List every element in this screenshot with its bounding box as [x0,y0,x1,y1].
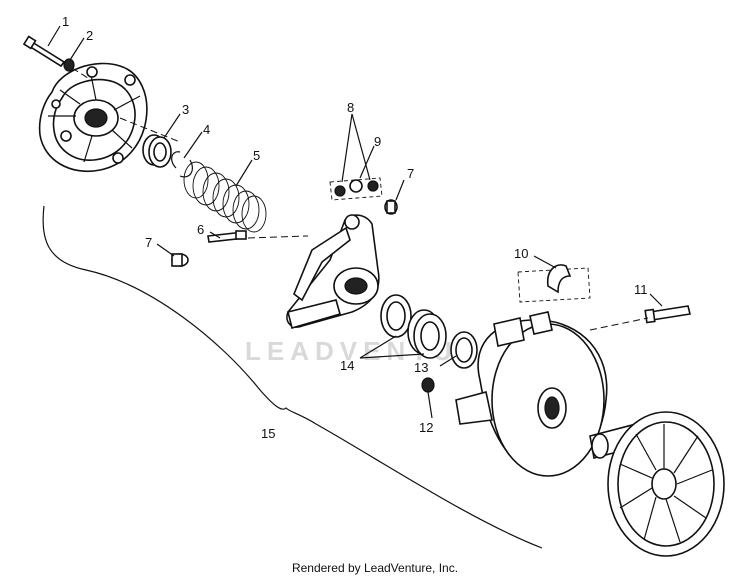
cover-bolt [22,35,66,68]
callout-5: 5 [253,148,260,163]
pin [207,230,247,243]
bushing [142,134,172,168]
snap-ring [171,151,193,178]
callout-11: 11 [634,282,648,297]
callout-15: 15 [261,426,275,441]
callout-4: 4 [203,122,210,137]
washer [63,58,75,72]
callout-8: 8 [347,100,354,115]
sheave-bolt [644,305,691,324]
callout-1: 1 [62,14,69,29]
assembly-bracket [42,205,543,549]
rendered-by-footer: Rendered by LeadVenture, Inc. [292,561,458,575]
callout-10: 10 [514,246,528,261]
callout-7-right: 7 [407,166,414,181]
spring [183,161,267,233]
callout-labels: 1 2 3 4 5 6 7 7 8 9 10 11 12 13 14 15 [62,14,648,441]
roller-right [384,199,398,215]
leader-lines [47,25,663,419]
weight [517,264,591,303]
spacer-ring [450,331,478,369]
nut-bracket [329,177,383,201]
fixed-sheave [589,411,725,557]
cover-plate [38,62,148,172]
callout-12: 12 [419,420,433,435]
roller-left [171,253,189,267]
callout-14: 14 [340,358,354,373]
lock-nut [421,377,435,393]
moveable-sheave [455,311,608,477]
callout-6: 6 [197,222,204,237]
callout-7-left: 7 [145,235,152,250]
callout-13: 13 [414,360,428,375]
spider-arm [286,214,380,330]
callout-2: 2 [86,28,93,43]
thrust-washer [380,294,412,338]
callout-9: 9 [374,134,381,149]
callout-3: 3 [182,102,189,117]
